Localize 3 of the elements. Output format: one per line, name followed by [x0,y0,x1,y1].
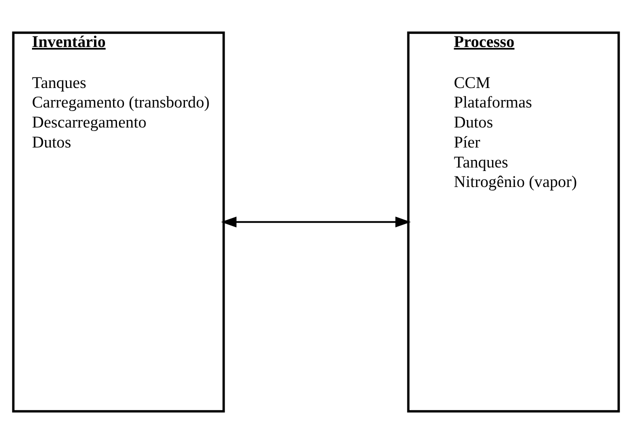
node-box: Inventário Tanques Carregamento (transbordo) Descarregamento Dutos [12,32,225,412]
node-box: Processo CCM Plataformas Dutos Píer Tanques Nitrogênio (vapor) [407,32,620,412]
arrow [221,216,411,228]
